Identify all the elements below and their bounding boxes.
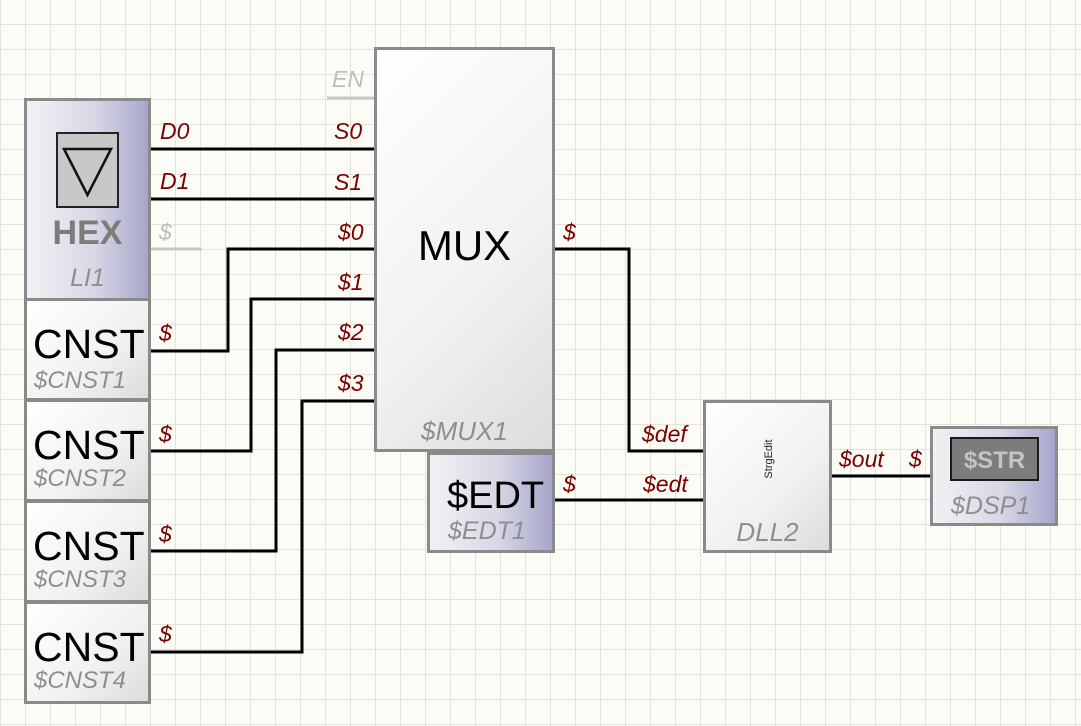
dll-caption: StrgEdit	[763, 439, 775, 479]
pin-label-edt-out: $	[563, 471, 576, 497]
constant-title: CNST	[33, 321, 145, 367]
pin-label-def: $def	[642, 421, 687, 447]
pin-label-s0: S0	[334, 118, 363, 144]
hex-input-block[interactable]: HEX LI1	[24, 98, 151, 301]
constant-title: CNST	[33, 422, 145, 468]
wire-cnst1-in0	[150, 247, 376, 353]
display-screen: $STR	[950, 437, 1039, 481]
display-block-name: $DSP1	[951, 492, 1031, 520]
pin-label-in1: $1	[338, 269, 364, 295]
pin-label-d0: D0	[160, 118, 190, 144]
dll-block[interactable]: StrgEdit DLL2	[703, 400, 832, 553]
pin-label-cnst4: $	[159, 621, 172, 647]
pin-label-dll-out: $out	[839, 446, 884, 472]
pin-label-d1: D1	[160, 168, 190, 194]
pin-label-cnst3: $	[159, 521, 172, 547]
constant-title: CNST	[33, 523, 145, 569]
pin-label-display-in: $	[909, 446, 922, 472]
mux-block[interactable]: MUX $MUX1	[374, 47, 555, 452]
wire-mux-out-def	[554, 247, 705, 453]
constant-block-1[interactable]: CNST $CNST1	[24, 298, 151, 401]
dll-block-name: DLL2	[736, 517, 799, 547]
editor-block[interactable]: $EDT $EDT1	[427, 452, 555, 553]
hex-block-name: LI1	[70, 264, 105, 292]
constant-name: $CNST3	[34, 566, 127, 593]
mux-title: MUX	[417, 222, 512, 269]
constant-title: CNST	[33, 624, 145, 670]
display-block[interactable]: $STR $DSP1	[930, 426, 1058, 526]
constant-block-2[interactable]: CNST $CNST2	[24, 399, 151, 502]
pin-label-cnst2: $	[159, 421, 172, 447]
wire-cnst3-in2	[150, 348, 376, 553]
pin-label-in0: $0	[338, 219, 364, 245]
pin-label-en: EN	[332, 66, 364, 92]
editor-title: $EDT	[447, 475, 545, 517]
constant-block-4[interactable]: CNST $CNST4	[24, 601, 151, 704]
pin-label-cnst1: $	[159, 320, 172, 346]
constant-block-3[interactable]: CNST $CNST3	[24, 500, 151, 603]
editor-block-name: $EDT1	[448, 517, 526, 545]
hex-dropdown-button[interactable]	[56, 132, 119, 208]
display-value: $STR	[963, 447, 1026, 474]
pin-label-s1: S1	[334, 169, 363, 195]
pin-label-mux-out: $	[563, 219, 576, 245]
constant-name: $CNST4	[34, 667, 127, 694]
wire-cnst2-in1	[150, 297, 376, 453]
pin-label-hex-str: $	[159, 219, 172, 245]
pin-label-edt: $edt	[643, 471, 688, 497]
pin-label-in2: $2	[338, 319, 364, 345]
mux-block-name: $MUX1	[421, 416, 508, 446]
constant-name: $CNST1	[34, 367, 127, 394]
wire-cnst4-in3	[150, 399, 376, 654]
hex-title: HEX	[52, 214, 123, 252]
triangle-down-icon	[61, 147, 114, 198]
constant-name: $CNST2	[34, 465, 127, 492]
pin-label-in3: $3	[338, 370, 364, 396]
